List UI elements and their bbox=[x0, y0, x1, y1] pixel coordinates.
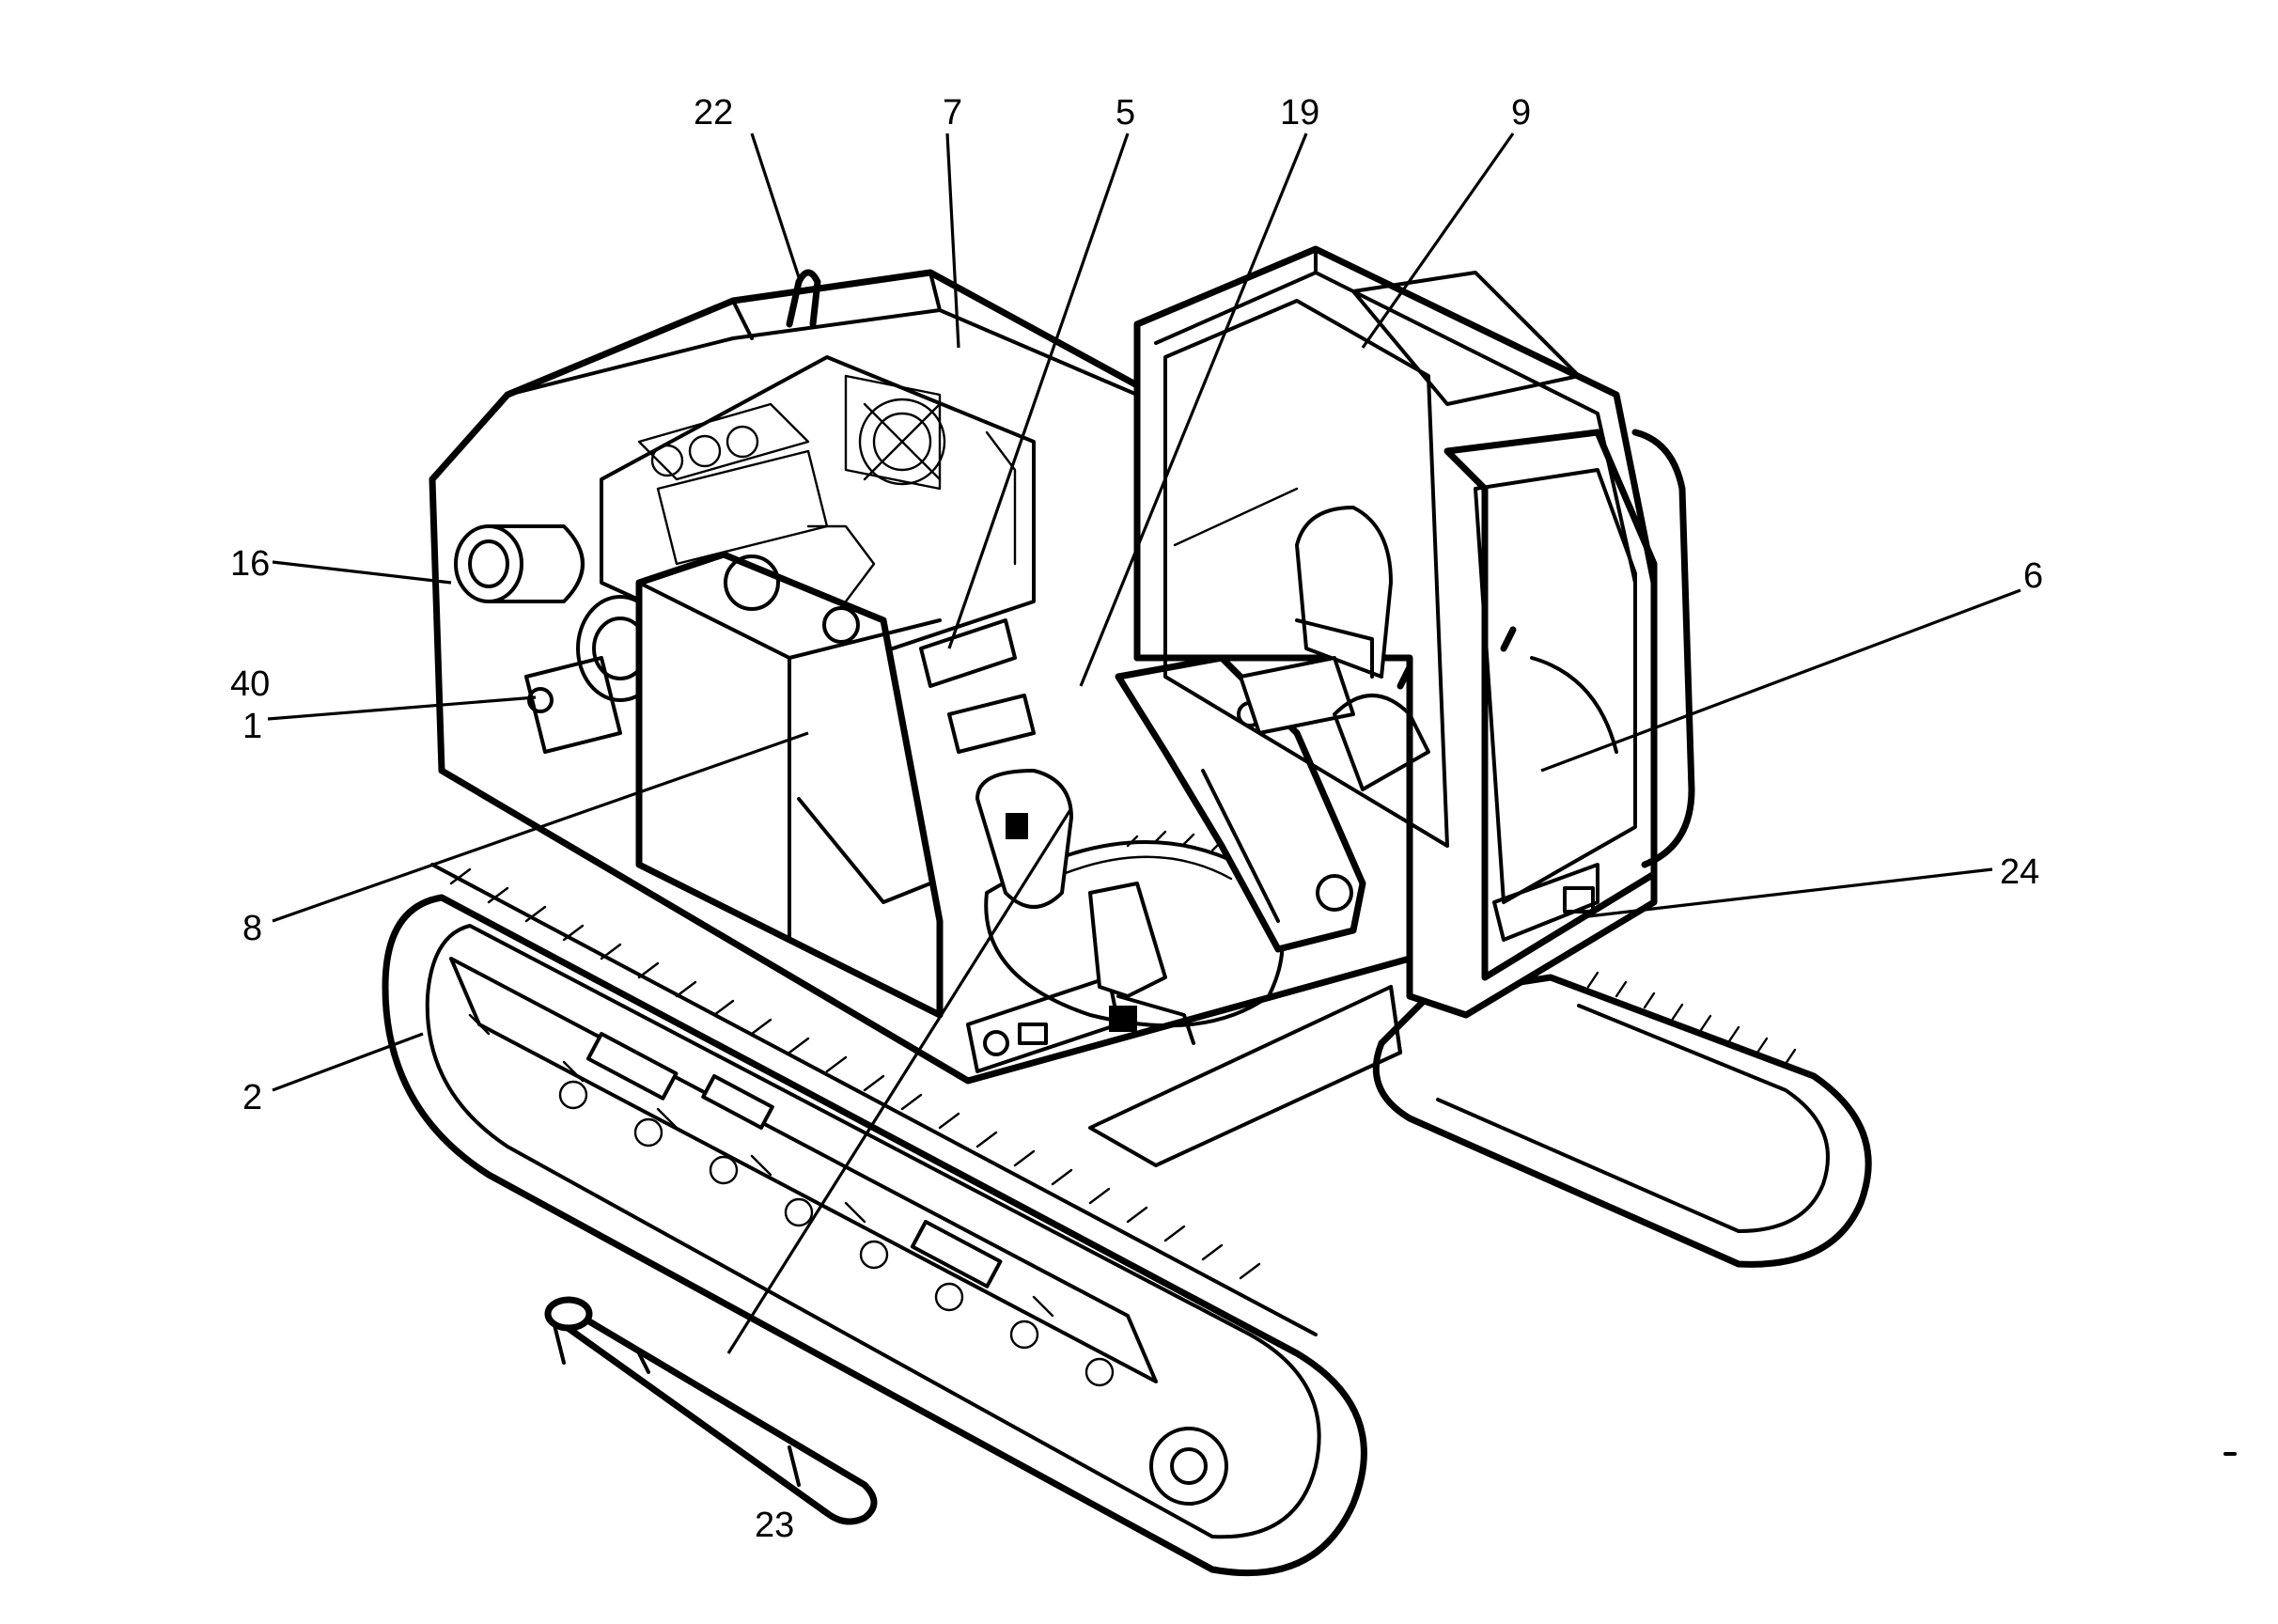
undercarriage-frame bbox=[1088, 985, 1402, 1167]
callout-7: 7 bbox=[943, 93, 962, 133]
leader-5 bbox=[947, 133, 1130, 649]
leader-6 bbox=[1540, 588, 2021, 773]
callout-labels: 22 7 5 19 9 16 40 1 6 8 24 2 23 bbox=[230, 93, 2043, 1545]
leader-1 bbox=[267, 695, 537, 721]
loose-pin bbox=[544, 1296, 878, 1525]
callout-9: 9 bbox=[1511, 93, 1531, 133]
callout-16: 16 bbox=[230, 544, 270, 584]
leader-19 bbox=[1079, 133, 1308, 687]
callout-40: 40 bbox=[230, 664, 270, 704]
callout-23: 23 bbox=[755, 1506, 794, 1545]
tank bbox=[635, 551, 944, 1019]
operator-cab bbox=[1133, 245, 1695, 1019]
leader-23 bbox=[726, 807, 1073, 1354]
leader-9 bbox=[1361, 133, 1515, 349]
callout-22: 22 bbox=[694, 93, 733, 133]
leader-2 bbox=[272, 1032, 424, 1092]
air-filter bbox=[454, 524, 585, 603]
leader-16 bbox=[272, 560, 452, 585]
callout-1: 1 bbox=[242, 707, 262, 746]
leader-24 bbox=[1587, 867, 1993, 918]
leader-8 bbox=[272, 731, 809, 923]
callout-8: 8 bbox=[242, 909, 262, 948]
swing-ring bbox=[919, 618, 1285, 1045]
left-track bbox=[382, 863, 1367, 1577]
callout-2: 2 bbox=[242, 1078, 262, 1117]
leader-7 bbox=[945, 133, 960, 349]
callout-6: 6 bbox=[2023, 556, 2043, 596]
upper-structure bbox=[429, 269, 1413, 1085]
callout-19: 19 bbox=[1280, 93, 1319, 133]
right-track bbox=[1372, 971, 1872, 1268]
leader-lines bbox=[267, 133, 2021, 1354]
callout-5: 5 bbox=[1116, 93, 1135, 133]
callout-24: 24 bbox=[2000, 852, 2039, 892]
leader-22 bbox=[750, 133, 801, 278]
